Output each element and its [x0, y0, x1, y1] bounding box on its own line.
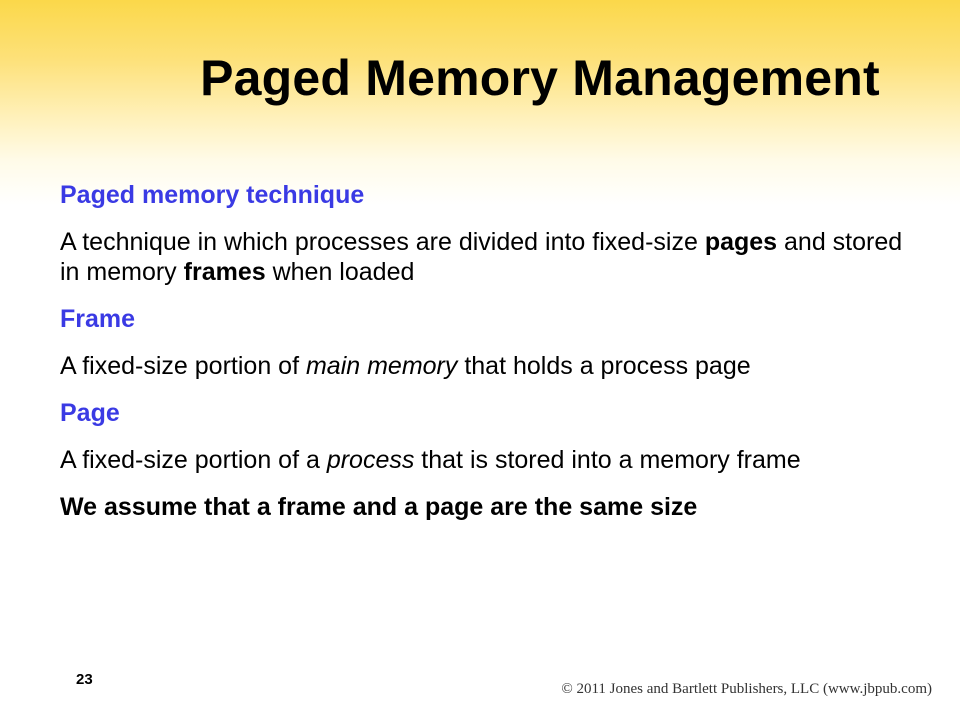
emphasis-text: frames — [183, 258, 266, 286]
emphasis-text: main memory — [305, 352, 458, 380]
definition-paged-memory-technique: A technique in which processes are divid… — [60, 227, 920, 287]
term-paged-memory-technique: Paged memory technique — [60, 181, 365, 209]
text-run: that holds a process page — [457, 352, 751, 380]
text-run: when loaded — [265, 258, 415, 286]
slide-title: Paged Memory Management — [200, 50, 880, 106]
text-run: A fixed-size portion of — [60, 352, 306, 380]
text-run: and stored in memory — [60, 228, 903, 286]
copyright-notice: © 2011 Jones and Bartlett Publishers, LL… — [561, 681, 932, 697]
definition-frame: A fixed-size portion of main memory that… — [60, 351, 920, 381]
text-run: that is stored into a memory frame — [414, 446, 801, 474]
emphasis-text: pages — [704, 228, 778, 256]
term-frame: Frame — [60, 305, 136, 333]
term-page: Page — [60, 399, 120, 427]
slide-body: Paged memory technique A technique in wh… — [60, 180, 920, 522]
text-run: A technique in which processes are divid… — [60, 228, 705, 256]
closing-statement: We assume that a frame and a page are th… — [60, 493, 698, 521]
emphasis-text: process — [326, 446, 415, 474]
definition-page: A fixed-size portion of a process that i… — [60, 445, 920, 475]
text-run: A fixed-size portion of a — [60, 446, 327, 474]
page-number: 23 — [76, 671, 93, 688]
